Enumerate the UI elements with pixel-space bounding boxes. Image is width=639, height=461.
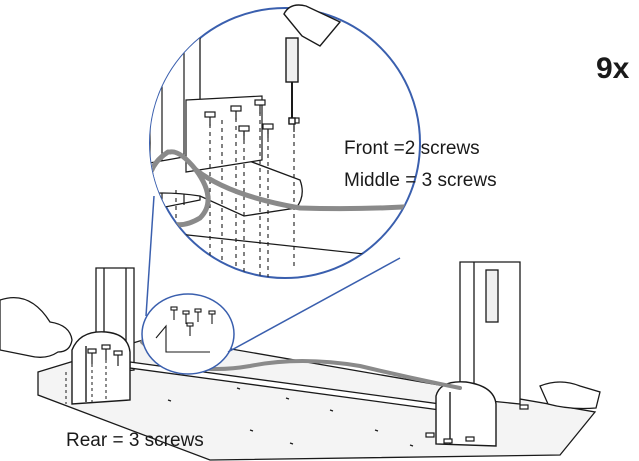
rear-screws-label: Rear = 3 screws — [66, 430, 204, 451]
plate-marks — [167, 387, 414, 447]
middle-screws-small — [170, 306, 216, 336]
front-screws-label: Front =2 screws — [344, 138, 480, 159]
rear-screws — [87, 344, 529, 444]
middle-screws-label: Middle = 3 screws — [344, 170, 497, 191]
hand-icon — [0, 296, 601, 410]
right-column — [459, 261, 521, 405]
callout-connectors — [145, 195, 401, 353]
right-foot — [435, 381, 497, 447]
rear-guide-lines — [65, 360, 107, 404]
detail-ring — [141, 293, 235, 375]
left-foot — [71, 331, 131, 405]
quantity-label: 9x — [596, 52, 630, 85]
magnifier-content — [150, 29, 420, 278]
foot-detail — [155, 324, 210, 353]
screwdriver-icon — [283, 4, 342, 125]
